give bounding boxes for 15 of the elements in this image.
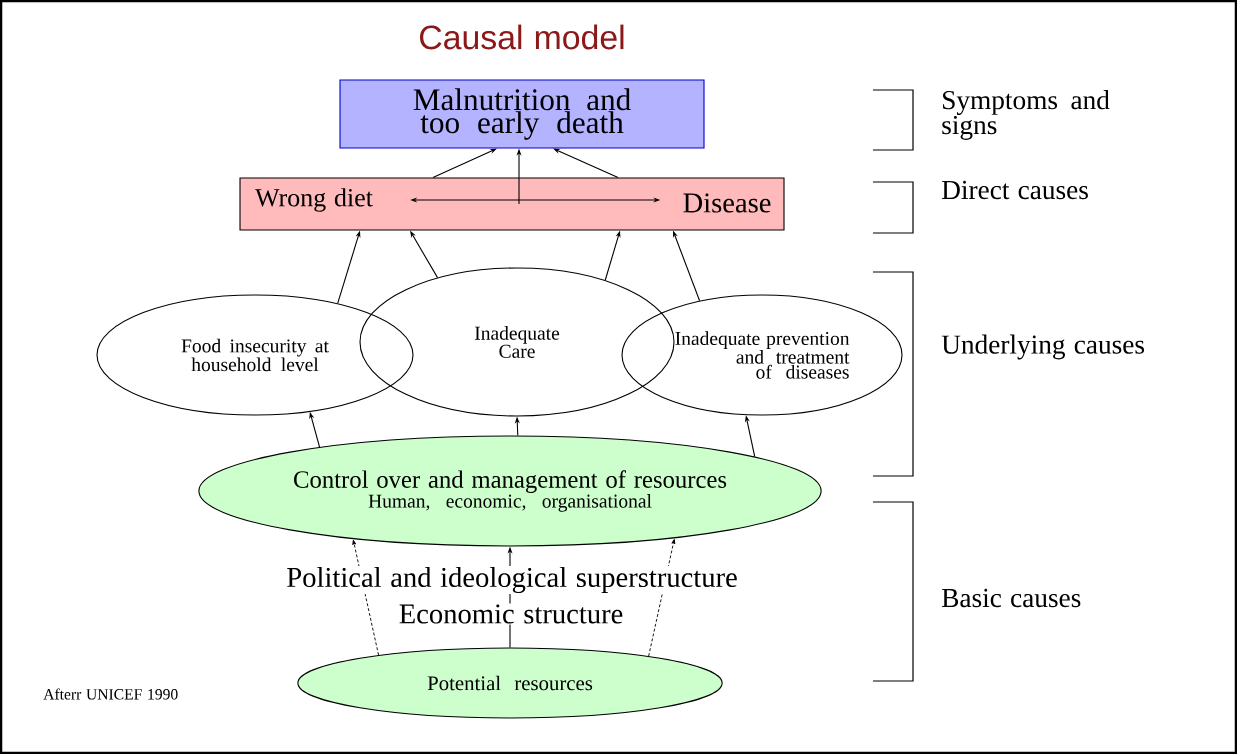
arrow [352, 539, 379, 656]
label: Direct causes [942, 180, 1088, 200]
label: Political and ideological superstructure [285, 566, 739, 594]
cause-text: Disease [683, 193, 771, 213]
cause-box [239, 177, 785, 231]
outcome-box: Malnutrition and too early death [339, 79, 705, 149]
label: Afterr UNICEF 1990 [43, 688, 178, 700]
arrow [432, 148, 497, 178]
label: Symptoms and signs [942, 90, 1110, 140]
label: Economic structure [397, 603, 625, 625]
cause-text: Wrong diet [255, 188, 373, 212]
label: Basic causes [942, 588, 1081, 608]
label: Underlying causes [941, 334, 1144, 360]
title: Causal model [420, 24, 624, 50]
arrow [553, 148, 619, 178]
